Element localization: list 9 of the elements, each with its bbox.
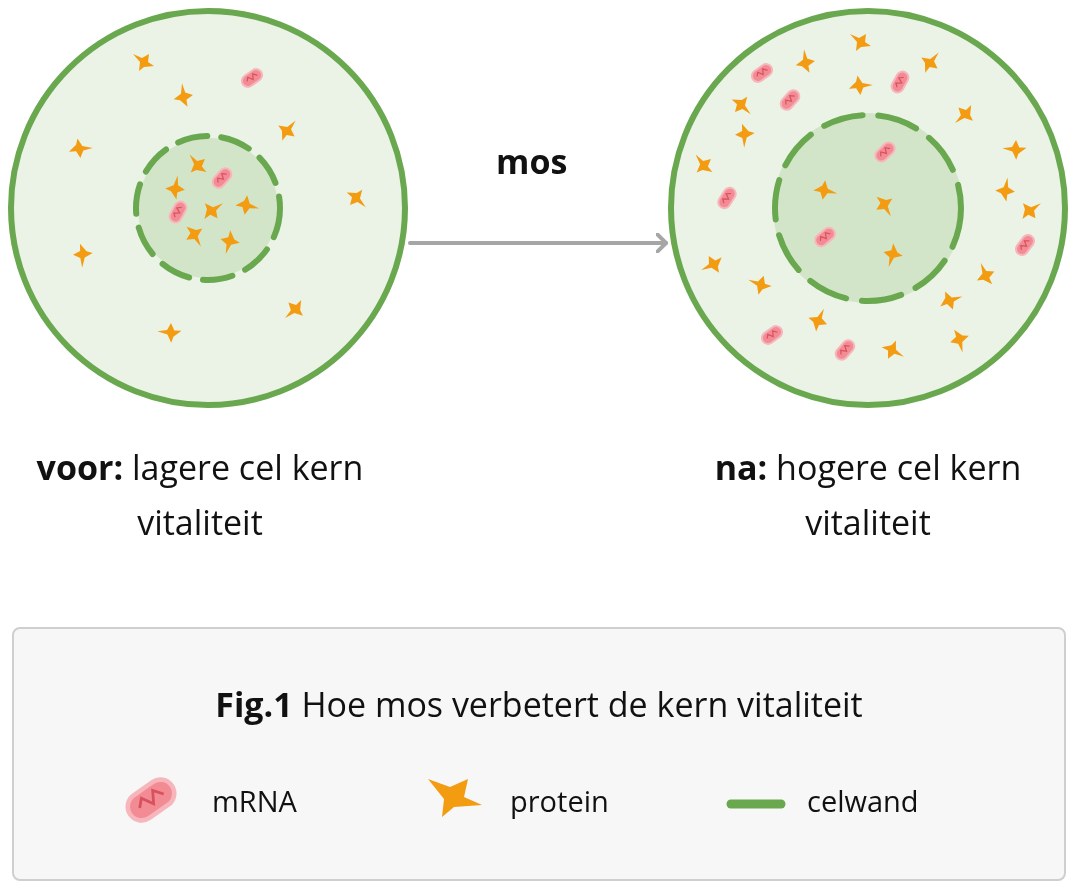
cell-caption: voor: lagere cel kern vitaliteit (35, 443, 365, 547)
cell-drawing (668, 8, 1068, 408)
arrow (408, 232, 668, 254)
figure-caption: Fig.1 Hoe mos verbetert de kern vitaliteit (214, 681, 864, 727)
cell-drawing (8, 8, 408, 408)
legend-label: celwand (807, 781, 919, 820)
cell-caption: na: hogere cel kern vitaliteit (713, 443, 1023, 547)
legend-label: mRNA (212, 781, 297, 820)
legend-label: protein (510, 781, 609, 820)
